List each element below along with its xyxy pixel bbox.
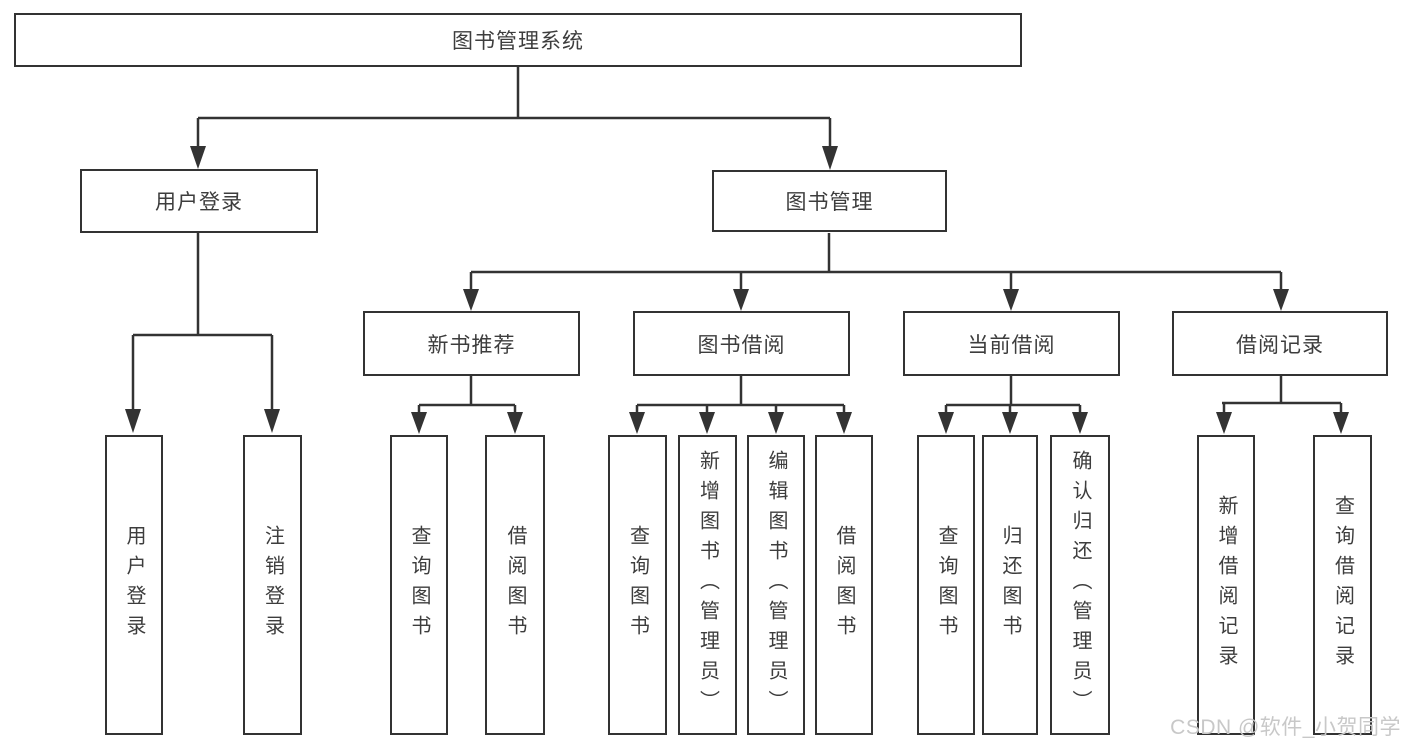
node-borrowing-records: 借阅记录 — [1172, 311, 1388, 376]
leaf-current-query-books: 查询图书 — [917, 435, 975, 735]
leaf-query-borrow-record-label: 查询借阅记录 — [1331, 495, 1354, 675]
node-root-system: 图书管理系统 — [14, 13, 1022, 67]
leaf-newrec-query-books: 查询图书 — [390, 435, 448, 735]
leaf-user-login-label: 用户登录 — [123, 525, 145, 645]
node-current-borrowing-label: 当前借阅 — [967, 333, 1056, 357]
node-new-book-recommend-label: 新书推荐 — [427, 333, 516, 357]
leaf-query-borrow-record: 查询借阅记录 — [1313, 435, 1372, 735]
leaf-current-query-books-label: 查询图书 — [935, 525, 957, 645]
leaf-newrec-borrow-books: 借阅图书 — [485, 435, 545, 735]
node-user-login-module-label: 用户登录 — [155, 191, 243, 214]
node-book-management-module: 图书管理 — [712, 170, 947, 232]
node-borrowing-records-label: 借阅记录 — [1236, 333, 1324, 357]
node-book-management-module-label: 图书管理 — [785, 191, 874, 214]
leaf-newrec-query-books-label: 查询图书 — [408, 525, 430, 645]
node-book-borrowing-label: 图书借阅 — [697, 333, 786, 357]
leaf-add-borrow-record: 新增借阅记录 — [1197, 435, 1255, 735]
leaf-return-books: 归还图书 — [982, 435, 1038, 735]
node-root-system-label: 图书管理系统 — [452, 30, 584, 53]
leaf-confirm-return-admin: 确认归还（管理员） — [1050, 435, 1110, 735]
node-book-borrowing: 图书借阅 — [633, 311, 850, 376]
leaf-borrowing-query-books-label: 查询图书 — [626, 525, 649, 645]
leaf-add-books-admin-label: 新增图书（管理员） — [696, 450, 719, 720]
leaf-add-borrow-record-label: 新增借阅记录 — [1215, 495, 1237, 675]
leaf-edit-books-admin: 编辑图书（管理员） — [747, 435, 805, 735]
leaf-add-books-admin: 新增图书（管理员） — [678, 435, 737, 735]
leaf-borrowing-borrow-books: 借阅图书 — [815, 435, 873, 735]
leaf-edit-books-admin-label: 编辑图书（管理员） — [765, 450, 787, 720]
leaf-logout: 注销登录 — [243, 435, 302, 735]
node-user-login-module: 用户登录 — [80, 169, 318, 233]
node-new-book-recommend: 新书推荐 — [363, 311, 580, 376]
leaf-borrowing-borrow-books-label: 借阅图书 — [833, 525, 855, 645]
leaf-user-login: 用户登录 — [105, 435, 163, 735]
node-current-borrowing: 当前借阅 — [903, 311, 1120, 376]
leaf-newrec-borrow-books-label: 借阅图书 — [504, 525, 526, 645]
leaf-logout-label: 注销登录 — [261, 525, 284, 645]
leaf-return-books-label: 归还图书 — [999, 525, 1021, 645]
leaf-confirm-return-admin-label: 确认归还（管理员） — [1069, 450, 1091, 720]
csdn-watermark: CSDN @软件_小贺同学 — [1170, 716, 1401, 739]
leaf-borrowing-query-books: 查询图书 — [608, 435, 667, 735]
